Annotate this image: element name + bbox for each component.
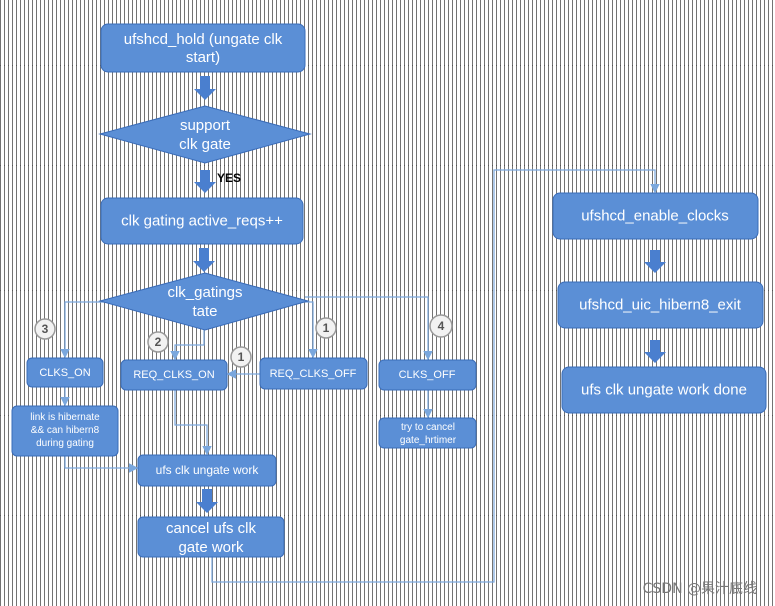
svg-text:ufs clk ungate work: ufs clk ungate work bbox=[156, 463, 260, 477]
yes-label: YES bbox=[217, 171, 241, 185]
svg-text:clk gating active_reqs++: clk gating active_reqs++ bbox=[121, 213, 283, 230]
connector-state-to-clks-on bbox=[60, 301, 108, 359]
node-enable-clocks: ufshcd_enable_clocks bbox=[552, 192, 759, 240]
connector-hibern-to-ungate bbox=[64, 456, 139, 473]
badge-1-right: 1 bbox=[315, 317, 337, 339]
svg-text:4: 4 bbox=[438, 319, 445, 333]
svg-text:ufs clk ungate work done: ufs clk ungate work done bbox=[581, 382, 747, 399]
svg-text:3: 3 bbox=[42, 322, 49, 336]
block-arrow-enable-exit bbox=[644, 250, 666, 273]
block-arrows bbox=[193, 76, 666, 513]
badge-1-left: 1 bbox=[230, 346, 252, 368]
svg-text:CLKS_ON: CLKS_ON bbox=[39, 367, 90, 379]
badge-4: 4 bbox=[429, 314, 453, 338]
grid-line bbox=[0, 415, 775, 416]
block-arrow-hold-support bbox=[194, 76, 216, 100]
watermark: CSDN @果汁底线 bbox=[642, 581, 757, 597]
connector-cancel-gate-to-enable bbox=[211, 169, 660, 583]
svg-text:CLKS_OFF: CLKS_OFF bbox=[399, 369, 456, 381]
node-ungate-work: ufs clk ungate work bbox=[137, 454, 277, 487]
connectors bbox=[60, 169, 660, 583]
connector-state-to-req-off bbox=[288, 301, 318, 359]
node-clks-on: CLKS_ON bbox=[26, 357, 104, 388]
grid-line bbox=[0, 65, 775, 66]
node-req-clks-off: REQ_CLKS_OFF bbox=[259, 357, 368, 390]
svg-text:1: 1 bbox=[323, 321, 330, 335]
grid-line bbox=[0, 290, 775, 291]
block-arrow-ungate-cancel bbox=[196, 489, 218, 513]
svg-text:ufshcd_enable_clocks: ufshcd_enable_clocks bbox=[581, 208, 729, 225]
badge-3: 3 bbox=[34, 318, 56, 340]
connector-req-on-to-ungate bbox=[174, 390, 212, 456]
svg-text:REQ_CLKS_OFF: REQ_CLKS_OFF bbox=[270, 368, 357, 380]
svg-text:ufshcd_uic_hibern8_exit: ufshcd_uic_hibern8_exit bbox=[579, 297, 742, 314]
connector-state-to-req-on bbox=[170, 330, 205, 361]
grid-line bbox=[0, 515, 775, 516]
svg-text:2: 2 bbox=[155, 335, 162, 349]
node-clks-off: CLKS_OFF bbox=[378, 359, 477, 391]
node-ungate-done: ufs clk ungate work done bbox=[561, 366, 767, 414]
svg-text:1: 1 bbox=[238, 350, 245, 364]
node-hibern8-exit: ufshcd_uic_hibern8_exit bbox=[557, 281, 764, 329]
block-arrow-active-state bbox=[193, 248, 215, 272]
svg-text:REQ_CLKS_ON: REQ_CLKS_ON bbox=[133, 369, 214, 381]
grid-line bbox=[0, 165, 775, 166]
block-arrow-support-active bbox=[194, 170, 216, 193]
block-arrow-exit-done bbox=[644, 340, 666, 363]
connector-state-to-clks-off bbox=[305, 296, 433, 361]
badge-2: 2 bbox=[147, 331, 169, 353]
node-active-reqs: clk gating active_reqs++ bbox=[100, 197, 304, 245]
node-req-clks-on: REQ_CLKS_ON bbox=[120, 359, 228, 391]
